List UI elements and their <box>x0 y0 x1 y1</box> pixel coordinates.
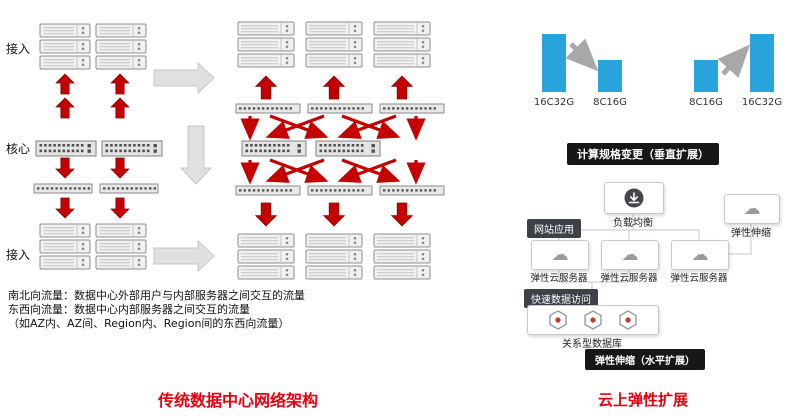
scale-up-to-label: 16C32G <box>741 97 783 108</box>
scale-down-arrow-icon <box>565 38 599 72</box>
bar-16c32g <box>542 34 566 92</box>
scale-up-chart: 8C16G 16C32G <box>689 32 783 108</box>
ecs-label-3: 弹性云服务器 <box>670 273 728 284</box>
horizontal-scaling-banner: 弹性伸缩（水平扩展） <box>585 349 705 370</box>
left-caption: 传统数据中心网络架构 <box>157 391 319 410</box>
load-balancer-label: 负载均衡 <box>613 218 653 229</box>
ecs-cloud-icon: ☁ <box>691 244 709 265</box>
scale-down-to-label: 8C16G <box>593 97 627 108</box>
layer-label-access-bottom: 接入 <box>6 248 31 262</box>
ecs-box-3: ☁ <box>671 240 729 270</box>
scale-down-from-label: 16C32G <box>533 97 575 108</box>
ecs-cloud-icon: ☁ <box>621 244 639 265</box>
database-label: 关系型数据库 <box>562 339 622 350</box>
ecs-box-2: ☁ <box>601 240 659 270</box>
ecs-label-1: 弹性云服务器 <box>530 273 588 284</box>
bar-8c16g-2 <box>694 60 718 92</box>
fast-data-access-tag: 快速数据访问 <box>524 289 598 308</box>
right-caption: 云上弹性扩展 <box>597 391 689 409</box>
auto-scaling-label: 弹性伸缩 <box>731 228 771 239</box>
hexagon-db-icon <box>549 310 637 330</box>
note-east-west: 东西向流量：数据中心内部服务器之间交互的流量 <box>8 303 250 316</box>
datacenter-network-diagram <box>33 21 445 280</box>
bar-16c32g-2 <box>750 34 774 92</box>
scale-down-chart: 16C32G 8C16G <box>534 32 630 108</box>
layer-label-core: 核心 <box>6 142 31 156</box>
note-north-south: 南北向流量：数据中心外部用户与内部服务器之间交互的流量 <box>8 289 305 302</box>
layer-label-access-top: 接入 <box>6 42 31 56</box>
auto-scaling-box: ☁ <box>724 194 780 224</box>
scale-up-from-label: 8C16G <box>689 97 723 108</box>
bar-8c16g <box>598 60 622 92</box>
database-box <box>527 305 659 335</box>
auto-scaling-cloud-icon: ☁ <box>743 198 761 219</box>
scale-up-arrow-icon <box>717 44 751 78</box>
traffic-notes: 南北向流量：数据中心外部用户与内部服务器之间交互的流量 东西向流量：数据中心内部… <box>8 289 305 331</box>
note-scope: （如AZ内、AZ间、Region内、Region间的东西向流量） <box>8 317 290 330</box>
vertical-scaling-banner: 计算规格变更（垂直扩展） <box>567 143 719 165</box>
ecs-cloud-icon: ☁ <box>551 244 569 265</box>
load-balancer-box <box>604 182 664 214</box>
ecs-box-1: ☁ <box>531 240 589 270</box>
web-app-tag: 网站应用 <box>527 219 581 238</box>
ecs-label-2: 弹性云服务器 <box>600 273 658 284</box>
load-balancer-icon <box>624 188 644 208</box>
